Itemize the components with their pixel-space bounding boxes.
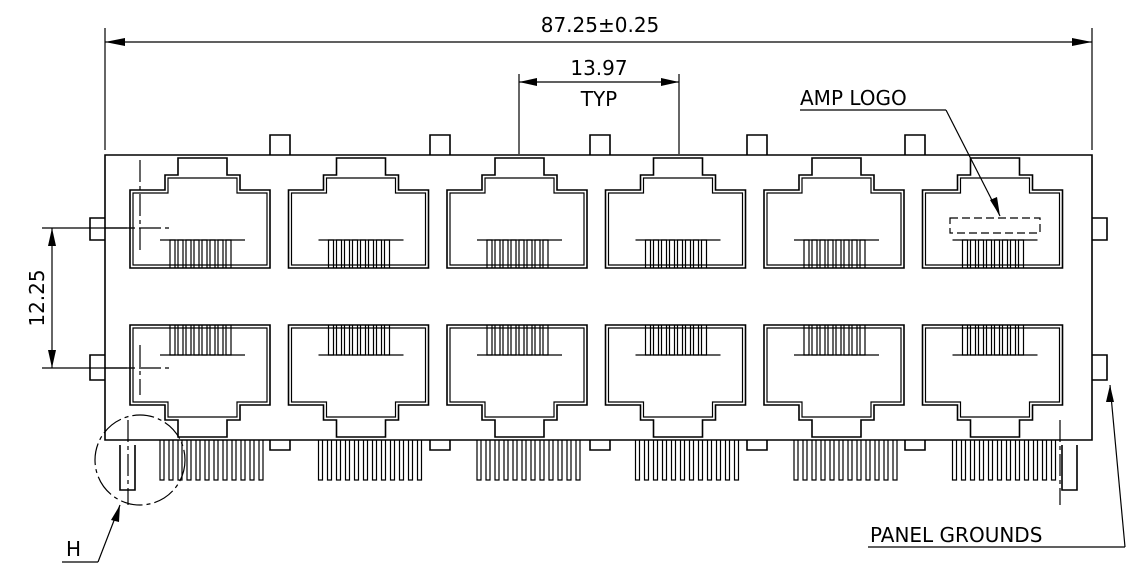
- rj45-ports: [129, 157, 1064, 438]
- pin-group: [476, 440, 581, 481]
- port-bottom: [446, 324, 588, 438]
- port-bottom: [921, 324, 1064, 438]
- port-top-inner: [924, 177, 1061, 266]
- port-bottom-outline: [763, 324, 905, 438]
- right-ground-post: [1059, 420, 1078, 505]
- port-bottom-contacts: [169, 325, 232, 356]
- amp-logo-label: AMP LOGO: [800, 86, 907, 110]
- port-bottom: [763, 324, 905, 438]
- overall-width-dimension: 87.25±0.25: [104, 13, 1093, 150]
- port-pitch-label: 13.97: [570, 56, 627, 80]
- port-bottom: [287, 324, 430, 438]
- port-top-inner: [290, 177, 427, 266]
- port-top-outline: [446, 157, 588, 269]
- port-top: [763, 157, 905, 269]
- port-bottom-inner: [924, 327, 1061, 418]
- row-spacing-label: 12.25: [25, 269, 49, 326]
- port-pitch-typ-label: TYP: [580, 87, 618, 111]
- port-top-contacts: [803, 239, 866, 268]
- port-top-contacts: [961, 239, 1025, 268]
- pins: [317, 440, 423, 481]
- port-bottom-inner: [766, 327, 902, 418]
- port-bottom-inner: [607, 327, 744, 418]
- row-spacing-dimension: 12.25: [25, 227, 132, 369]
- port-top-outline: [287, 157, 430, 269]
- port-top: [287, 157, 430, 269]
- port-top: [129, 157, 271, 269]
- port-bottom-contacts: [486, 325, 549, 356]
- overall-width-label: 87.25±0.25: [541, 13, 660, 37]
- housing-outline: [89, 134, 1108, 451]
- port-top-inner: [607, 177, 744, 266]
- port-top-inner: [132, 177, 268, 266]
- port-bottom: [129, 324, 271, 438]
- pins: [159, 440, 264, 481]
- pin-group: [951, 440, 1057, 481]
- port-top: [604, 157, 747, 269]
- pins: [634, 440, 740, 481]
- port-top-outline: [129, 157, 271, 269]
- port-bottom-outline: [604, 324, 747, 438]
- panel-grounds-label: PANEL GROUNDS: [870, 523, 1042, 547]
- port-top: [921, 157, 1064, 269]
- port-bottom-outline: [446, 324, 588, 438]
- center-lines: [105, 160, 170, 395]
- pins: [476, 440, 581, 481]
- pins: [793, 440, 898, 481]
- port-top-outline: [921, 157, 1064, 269]
- port-top-contacts: [327, 239, 391, 268]
- solder-pins: [159, 440, 1057, 481]
- pin-group: [634, 440, 740, 481]
- port-bottom-outline: [921, 324, 1064, 438]
- port-top-inner: [449, 177, 585, 266]
- port-bottom-inner: [132, 327, 268, 418]
- port-top-contacts: [644, 239, 708, 268]
- pins: [951, 440, 1057, 481]
- port-bottom-contacts: [327, 325, 391, 356]
- detail-h-callout: H: [62, 414, 186, 563]
- port-bottom-outline: [287, 324, 430, 438]
- port-top-contacts: [169, 239, 232, 268]
- pin-group: [793, 440, 898, 481]
- port-bottom-contacts: [644, 325, 708, 356]
- port-top: [446, 157, 588, 269]
- port-bottom-outline: [129, 324, 271, 438]
- port-top-outline: [763, 157, 905, 269]
- pin-group: [317, 440, 423, 481]
- detail-h-label: H: [66, 537, 81, 561]
- panel-grounds-callout: PANEL GROUNDS: [868, 384, 1126, 548]
- port-bottom-inner: [449, 327, 585, 418]
- port-top-inner: [766, 177, 902, 266]
- port-bottom-contacts: [961, 325, 1025, 356]
- port-top-outline: [604, 157, 747, 269]
- amp-logo-callout: AMP LOGO: [800, 86, 1041, 234]
- port-bottom-contacts: [803, 325, 866, 356]
- port-pitch-dimension: 13.97 TYP: [518, 56, 680, 154]
- port-bottom-inner: [290, 327, 427, 418]
- port-bottom: [604, 324, 747, 438]
- port-top-contacts: [486, 239, 549, 268]
- pin-group: [159, 440, 264, 481]
